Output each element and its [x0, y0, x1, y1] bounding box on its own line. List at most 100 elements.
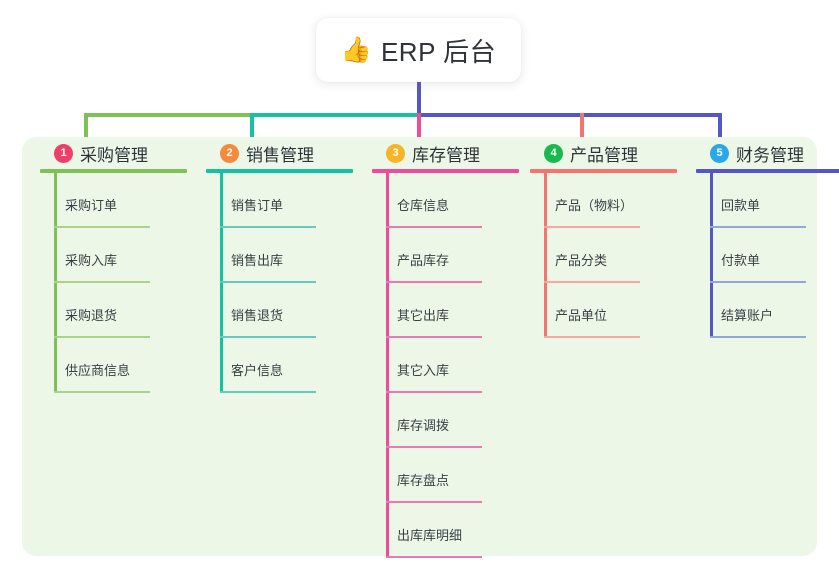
leaf-item[interactable]: 产品（物料） — [530, 173, 677, 228]
branch-stem-5 — [710, 173, 713, 338]
leaf-item-label: 出库库明细 — [397, 528, 463, 543]
branch-stem-2 — [220, 173, 223, 393]
branch-stem-1 — [54, 173, 57, 393]
leaf-item[interactable]: 采购入库 — [40, 228, 187, 283]
branch-title-1: 采购管理 — [80, 145, 148, 165]
leaf-item-underline — [544, 226, 640, 228]
leaf-item-underline — [710, 281, 806, 283]
branch-stem-4 — [544, 173, 547, 338]
branch-title-5: 财务管理 — [736, 145, 804, 165]
leaf-item-underline — [220, 391, 316, 393]
leaf-item-underline — [544, 281, 640, 283]
leaf-item-label: 其它入库 — [397, 363, 450, 378]
leaf-item-underline — [386, 446, 482, 448]
leaf-item-label: 采购订单 — [65, 198, 118, 213]
leaf-item-underline — [386, 281, 482, 283]
branch-column-3: 3 库存管理 仓库信息产品库存其它出库其它入库库存调拨库存盘点出库库明细 — [372, 137, 519, 558]
leaf-item-label: 客户信息 — [231, 363, 284, 378]
leaf-item[interactable]: 产品库存 — [372, 228, 519, 283]
leaf-item[interactable]: 产品分类 — [530, 228, 677, 283]
branch-title-2: 销售管理 — [246, 145, 314, 165]
leaf-item[interactable]: 其它出库 — [372, 283, 519, 338]
connector-drop-1 — [84, 113, 88, 147]
branch-items-4: 产品（物料） 产品分类产品单位 — [530, 173, 677, 338]
leaf-item-underline — [54, 391, 150, 393]
leaf-item-underline — [54, 336, 150, 338]
leaf-item-label: 库存盘点 — [397, 473, 450, 488]
leaf-item-label: 销售订单 — [231, 198, 284, 213]
leaf-item-label: 付款单 — [721, 253, 761, 268]
branch-number-badge-2: 2 — [220, 143, 239, 163]
branch-items-1: 采购订单采购入库采购退货供应商信息 — [40, 173, 187, 393]
leaf-item-label: 采购退货 — [65, 308, 118, 323]
connector-drop-2 — [250, 113, 254, 147]
branch-title-4: 产品管理 — [570, 145, 638, 165]
connector-bus-green — [84, 113, 252, 117]
thumbs-up-icon: 👍 — [340, 35, 372, 64]
branch-items-5: 回款单付款单结算账户 — [696, 173, 839, 338]
branch-column-1: 1 采购管理 采购订单采购入库采购退货供应商信息 — [40, 137, 187, 393]
leaf-item-underline — [386, 336, 482, 338]
leaf-item[interactable]: 采购退货 — [40, 283, 187, 338]
leaf-item[interactable]: 回款单 — [696, 173, 839, 228]
leaf-item-underline — [54, 281, 150, 283]
leaf-item-label: 仓库信息 — [397, 198, 450, 213]
leaf-item-label: 采购入库 — [65, 253, 118, 268]
branch-column-4: 4 产品管理 产品（物料） 产品分类产品单位 — [530, 137, 677, 338]
root-node-title: ERP 后台 — [380, 36, 497, 67]
leaf-item-underline — [544, 336, 640, 338]
leaf-item-label: 库存调拨 — [397, 418, 450, 433]
branch-underline-4 — [530, 169, 677, 173]
leaf-item-label: 产品（物料） — [555, 198, 634, 213]
leaf-item[interactable]: 销售订单 — [206, 173, 353, 228]
leaf-item-underline — [386, 226, 482, 228]
leaf-item[interactable]: 付款单 — [696, 228, 839, 283]
leaf-item[interactable]: 供应商信息 — [40, 338, 187, 393]
branch-column-2: 2 销售管理 销售订单销售出库销售退货客户信息 — [206, 137, 353, 393]
leaf-item[interactable]: 库存盘点 — [372, 448, 519, 503]
branch-underline-5 — [696, 169, 839, 173]
leaf-item-underline — [710, 336, 806, 338]
branch-header-2[interactable]: 2 销售管理 — [206, 137, 353, 169]
leaf-item[interactable]: 出库库明细 — [372, 503, 519, 558]
connector-trunk — [417, 82, 421, 115]
leaf-item-label: 其它出库 — [397, 308, 450, 323]
leaf-item-label: 产品库存 — [397, 253, 450, 268]
leaf-item[interactable]: 销售退货 — [206, 283, 353, 338]
branch-header-5[interactable]: 5 财务管理 — [696, 137, 839, 169]
leaf-item-underline — [220, 336, 316, 338]
branch-number-badge-4: 4 — [544, 143, 563, 163]
leaf-item-underline — [386, 391, 482, 393]
branch-number-badge-5: 5 — [710, 143, 729, 163]
branch-header-1[interactable]: 1 采购管理 — [40, 137, 187, 169]
leaf-item-label: 产品分类 — [555, 253, 608, 268]
leaf-item-underline — [54, 226, 150, 228]
leaf-item-label: 回款单 — [721, 198, 761, 213]
leaf-item[interactable]: 销售出库 — [206, 228, 353, 283]
connector-drop-5 — [718, 113, 722, 147]
leaf-item[interactable]: 采购订单 — [40, 173, 187, 228]
branch-items-3: 仓库信息产品库存其它出库其它入库库存调拨库存盘点出库库明细 — [372, 173, 519, 558]
leaf-item[interactable]: 库存调拨 — [372, 393, 519, 448]
branches-panel: 1 采购管理 采购订单采购入库采购退货供应商信息 2 销售管理 销售订单销售出库… — [22, 137, 839, 558]
leaf-item[interactable]: 客户信息 — [206, 338, 353, 393]
leaf-item[interactable]: 仓库信息 — [372, 173, 519, 228]
branch-number-badge-1: 1 — [54, 143, 73, 163]
leaf-item-underline — [220, 281, 316, 283]
leaf-item[interactable]: 结算账户 — [696, 283, 839, 338]
leaf-item-underline — [386, 501, 482, 503]
branch-column-5: 5 财务管理 回款单付款单结算账户 — [696, 137, 839, 338]
branch-items-2: 销售订单销售出库销售退货客户信息 — [206, 173, 353, 393]
connector-bus-indigo — [419, 113, 722, 117]
leaf-item[interactable]: 产品单位 — [530, 283, 677, 338]
root-node[interactable]: 👍 ERP 后台 — [316, 18, 521, 82]
connector-drop-4 — [580, 113, 584, 147]
branch-header-3[interactable]: 3 库存管理 — [372, 137, 519, 169]
leaf-item-label: 产品单位 — [555, 308, 608, 323]
leaf-item-label: 销售出库 — [231, 253, 284, 268]
leaf-item[interactable]: 其它入库 — [372, 338, 519, 393]
branch-header-4[interactable]: 4 产品管理 — [530, 137, 677, 169]
connector-bus-teal — [250, 113, 419, 117]
branch-title-3: 库存管理 — [412, 145, 480, 165]
